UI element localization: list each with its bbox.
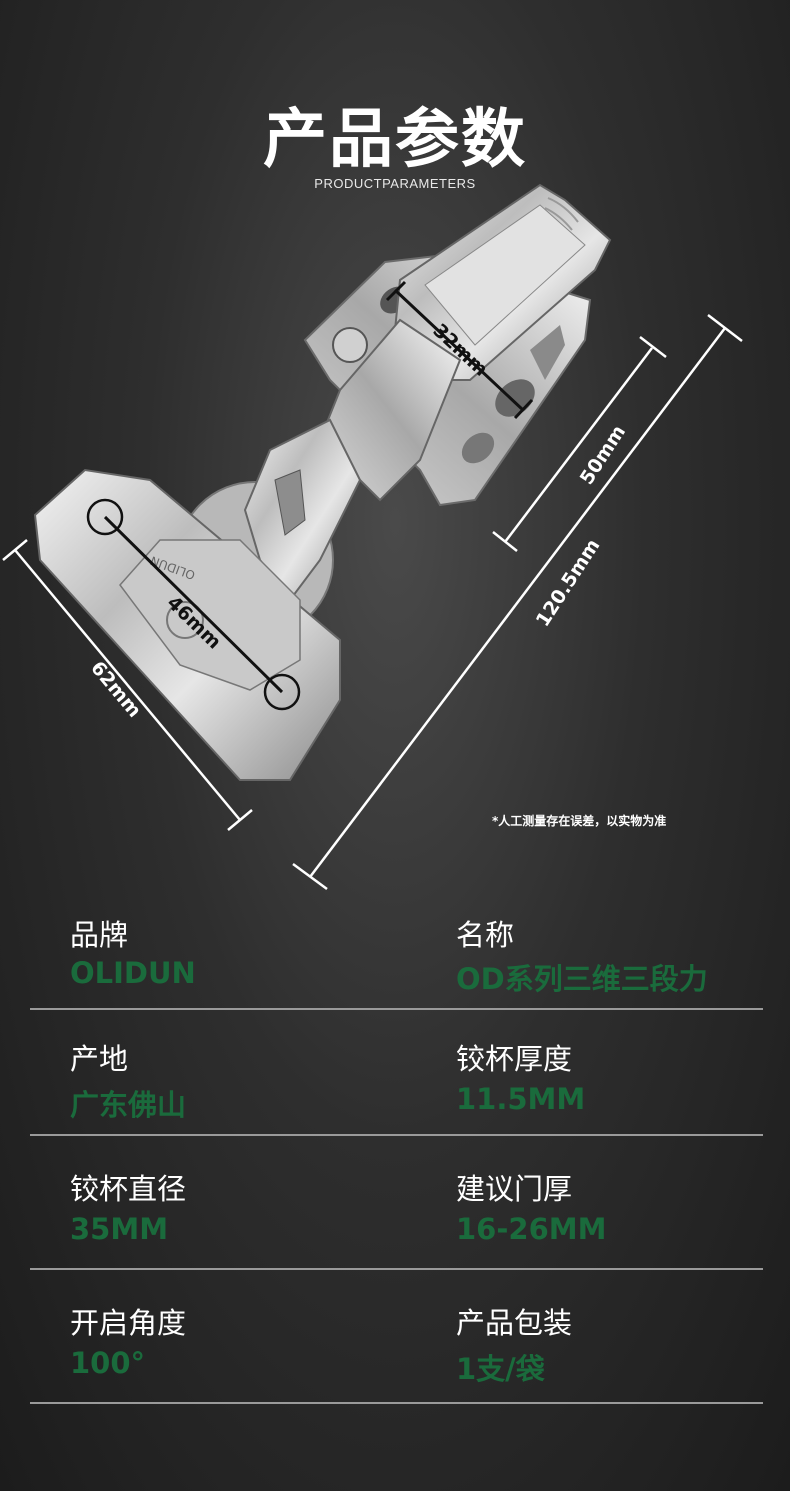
spec-value-packaging: 1支/袋	[456, 1352, 545, 1386]
spec-value-origin: 广东佛山	[70, 1088, 187, 1122]
spec-label-opening-angle: 开启角度	[70, 1306, 187, 1340]
spec-value-opening-angle: 100°	[70, 1346, 146, 1380]
hinge-link	[243, 418, 362, 602]
spec-table: 品牌 OLIDUN 名称 OD系列三维三段力 产地 广东佛山 铰杯厚度 11.5…	[30, 900, 763, 1404]
spec-row: 开启角度 100° 产品包装 1支/袋	[30, 1270, 763, 1404]
page-subtitle: PRODUCTPARAMETERS	[314, 176, 476, 191]
spec-value-cup-thickness: 11.5MM	[456, 1082, 586, 1116]
dim-label-50: 50mm	[576, 421, 630, 488]
spec-value-brand: OLIDUN	[70, 956, 196, 990]
spec-value-name: OD系列三维三段力	[456, 962, 708, 996]
spec-row: 铰杯直径 35MM 建议门厚 16-26MM	[30, 1136, 763, 1270]
screw-icon	[332, 327, 368, 363]
hinge-diagram: OLIDUN 32mm 50mm 120.5mm 46mm 62mm	[2, 183, 743, 891]
measurement-note: *人工测量存在误差，以实物为准	[492, 814, 667, 828]
page-title: 产品参数	[263, 103, 527, 177]
spec-label-name: 名称	[456, 918, 515, 952]
spec-label-cup-diameter: 铰杯直径	[70, 1172, 187, 1206]
spec-label-door-thickness: 建议门厚	[456, 1172, 573, 1206]
hinge-arm	[318, 183, 612, 502]
spec-row: 品牌 OLIDUN 名称 OD系列三维三段力	[30, 900, 763, 1010]
spec-label-origin: 产地	[70, 1042, 129, 1076]
spec-value-cup-diameter: 35MM	[70, 1212, 169, 1246]
spec-label-brand: 品牌	[70, 918, 129, 952]
spec-row: 产地 广东佛山 铰杯厚度 11.5MM	[30, 1010, 763, 1136]
dim-label-120: 120.5mm	[532, 535, 605, 631]
spec-value-door-thickness: 16-26MM	[456, 1212, 607, 1246]
spec-label-packaging: 产品包装	[456, 1306, 573, 1340]
spec-label-cup-thickness: 铰杯厚度	[456, 1042, 573, 1076]
